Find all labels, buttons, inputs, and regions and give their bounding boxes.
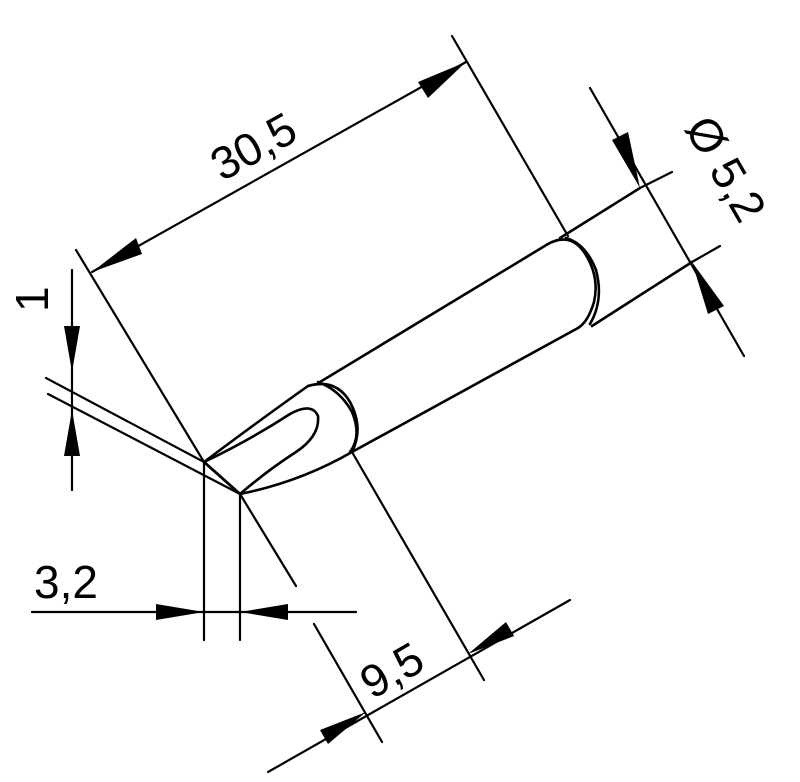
body-bottom-edge — [350, 326, 580, 454]
dim-tip-thickness: 1 — [6, 268, 242, 496]
tip-outline — [202, 186, 694, 496]
shaft-top-edge — [558, 186, 642, 240]
dim-tip-thickness-label: 1 — [6, 286, 58, 312]
collar-groove-inner — [564, 236, 601, 326]
taper-bottom — [238, 450, 354, 496]
dim-overall-length-label: 30,5 — [202, 102, 306, 191]
body-ring — [306, 382, 359, 454]
dim-tip-width-label: 3,2 — [34, 556, 98, 608]
taper-top — [202, 384, 310, 464]
dim-tip-width: 3,2 — [30, 460, 358, 642]
body-ring-inner — [316, 380, 358, 454]
shaft-bottom-edge — [590, 260, 694, 328]
chisel-tip-line — [202, 460, 242, 496]
dim-diameter: Ø 5,2 — [588, 86, 777, 358]
dim-diameter-label: Ø 5,2 — [675, 107, 776, 230]
collar-groove — [546, 238, 597, 330]
dim-taper-length-label: 9,5 — [351, 632, 432, 709]
body-top-edge — [318, 242, 550, 384]
dim-overall-length: 30,5 — [74, 34, 570, 464]
chisel-face — [202, 407, 320, 496]
